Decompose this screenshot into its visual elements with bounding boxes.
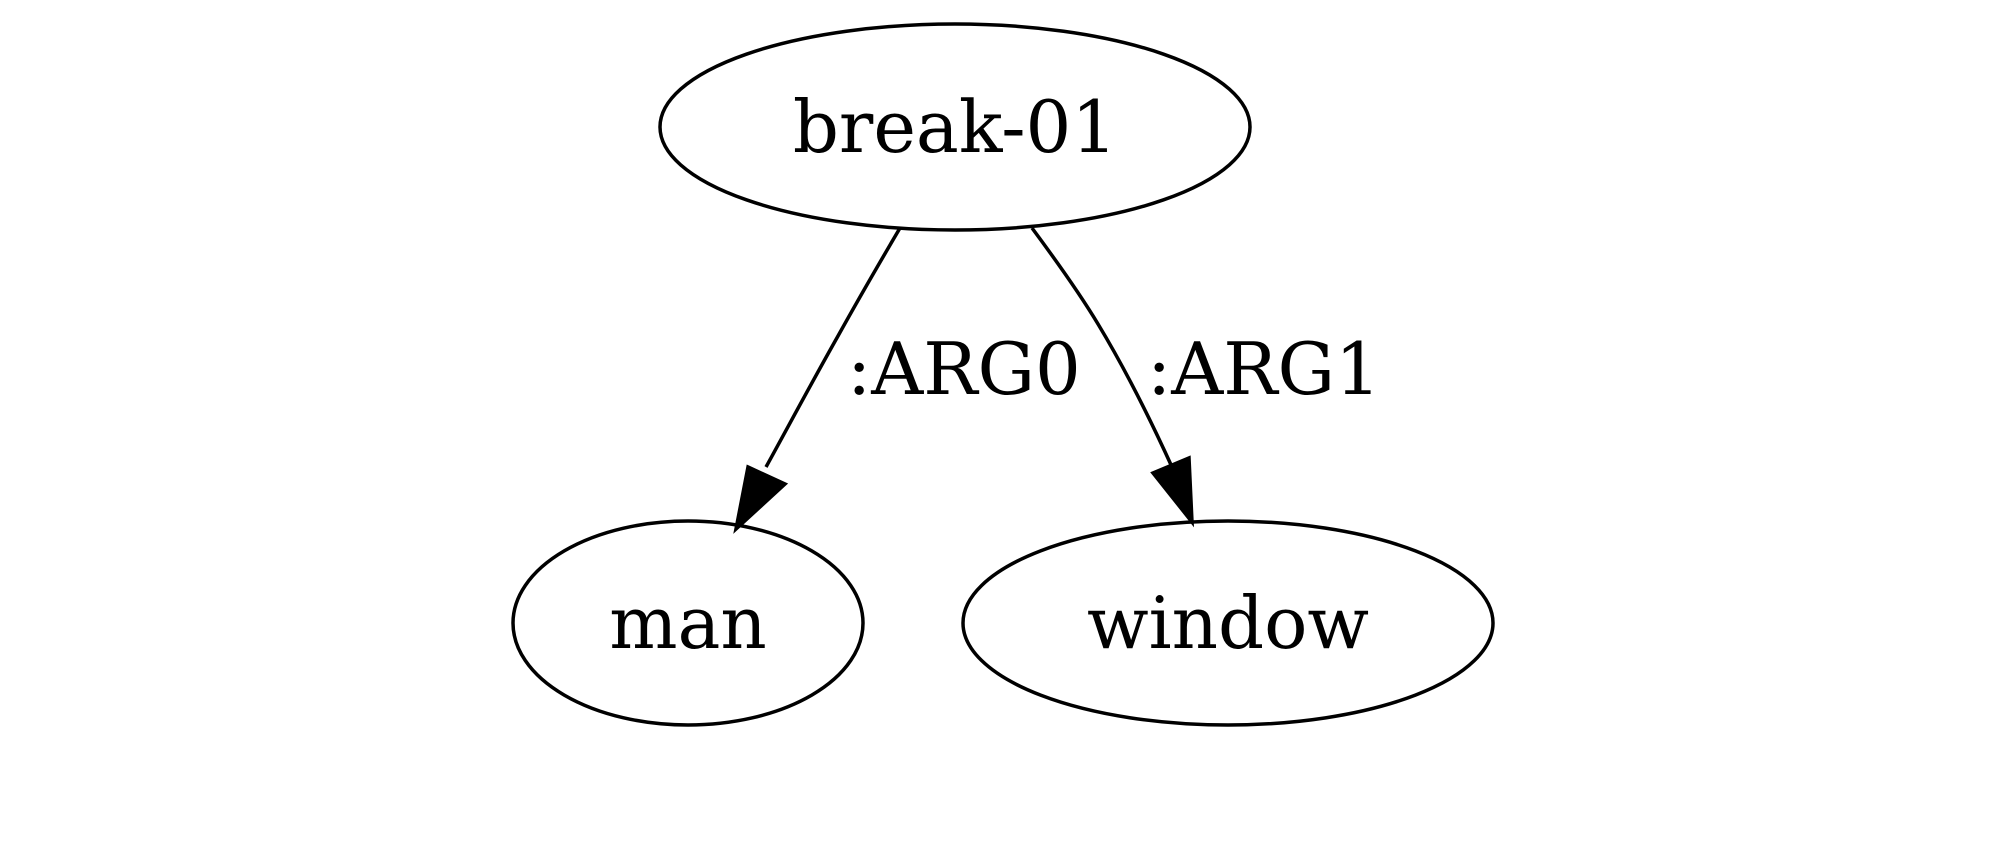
edge-arg1-line bbox=[1030, 226, 1174, 468]
node-break-01-ellipse bbox=[658, 22, 1252, 232]
edge-arg0-line bbox=[764, 227, 902, 468]
node-break-01: break-01 bbox=[658, 22, 1252, 232]
edge-arg0: :ARG0 bbox=[733, 227, 1081, 534]
edge-arg1-label: :ARG1 bbox=[1147, 327, 1381, 411]
edge-arg1: :ARG1 bbox=[1030, 226, 1381, 528]
node-window-ellipse bbox=[961, 519, 1495, 727]
node-man-label: man bbox=[609, 581, 767, 665]
edge-arg0-arrowhead bbox=[733, 464, 789, 534]
node-break-01-label: break-01 bbox=[793, 85, 1117, 169]
edge-arg0-label: :ARG0 bbox=[847, 327, 1081, 411]
node-window: window bbox=[961, 519, 1495, 727]
node-window-label: window bbox=[1087, 581, 1369, 665]
node-man-ellipse bbox=[511, 519, 865, 727]
edge-arg1-arrowhead bbox=[1150, 455, 1195, 528]
node-man: man bbox=[511, 519, 865, 727]
